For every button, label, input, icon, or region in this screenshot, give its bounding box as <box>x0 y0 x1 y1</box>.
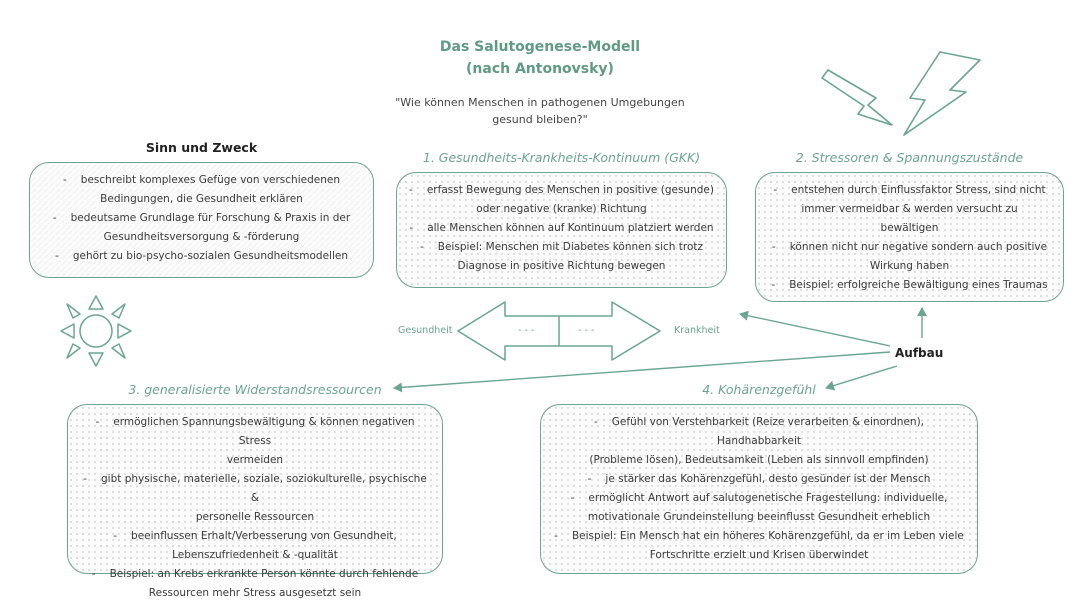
sun-icon <box>60 295 132 367</box>
aufbau-label: Aufbau <box>895 346 944 360</box>
widerstand-box: -ermöglichen Spannungsbewältigung & könn… <box>67 404 443 599</box>
koharenz-item-cont: (Probleme lösen), Bedeutsamkeit (Leben a… <box>589 454 929 466</box>
widerstand-item-cont: personelle Ressourcen <box>195 511 315 523</box>
stress-heading: 2. Stressoren & Spannungszustände <box>795 150 1024 165</box>
continuum-left-label: Gesundheit <box>398 325 453 336</box>
continuum-left-dashes: - - - <box>518 325 535 336</box>
gkk-item-cont: Diagnose in positive Richtung bewegen <box>457 260 666 272</box>
lightning-icon <box>821 51 981 136</box>
continuum-double-arrow <box>457 301 661 361</box>
continuum-right-label: Krankheit <box>674 325 720 336</box>
question-line-2: gesund bleiben?" <box>492 113 588 126</box>
stress-item-cont: bewältigen <box>880 222 939 234</box>
gkk-item: -alle Menschen können auf Kontinuum plat… <box>409 222 714 234</box>
widerstand-item: -gibt physische, materielle, soziale, so… <box>83 473 427 504</box>
page-title: Das Salutogenese-Modell (nach Antonovsky… <box>380 36 700 80</box>
stress-box: -entstehen durch Einflussfaktor Stress, … <box>755 172 1064 302</box>
gkk-item-cont: oder negative (kranke) Richtung <box>476 203 647 215</box>
continuum-right-dashes: - - - <box>578 325 595 336</box>
title-line-1: Das Salutogenese-Modell <box>439 39 641 55</box>
koharenz-item-cont: motivationale Grundeinstellung beeinflus… <box>587 511 931 523</box>
stress-item: -Beispiel: erfolgreiche Bewältigung eine… <box>771 279 1048 291</box>
sinn-item: -bedeutsame Grundlage für Forschung & Pr… <box>52 212 351 224</box>
stress-item: -entstehen durch Einflussfaktor Stress, … <box>773 184 1046 196</box>
widerstand-item: -ermöglichen Spannungsbewältigung & könn… <box>95 416 415 447</box>
koharenz-item-cont: Fortschritte erzielt und Krisen überwind… <box>649 549 869 561</box>
stress-item-cont: Wirkung haben <box>869 260 950 272</box>
sinn-item-cont: Gesundheitsversorgung & -förderung <box>103 231 300 243</box>
widerstand-item: -Beispiel: an Krebs erkrankte Person kön… <box>91 568 419 580</box>
stress-item-cont: immer vermeidbar & werden versucht zu <box>801 203 1018 215</box>
stress-item: -können nicht nur negative sondern auch … <box>771 241 1048 253</box>
widerstand-item-cont: Ressourcen mehr Stress ausgesetzt sein <box>148 587 362 599</box>
koharenz-heading: 4. Kohärenzgefühl <box>702 382 816 397</box>
koharenz-item: -Gefühl von Verstehbarkeit (Reize verarb… <box>593 416 925 447</box>
widerstand-item-cont: Lebenszufriedenheit & -qualität <box>172 549 338 561</box>
gkk-item: -Beispiel: Menschen mit Diabetes können … <box>419 241 704 253</box>
title-line-2: (nach Antonovsky) <box>466 61 614 77</box>
question-line-1: "Wie können Menschen in pathogenen Umgeb… <box>395 96 685 109</box>
sinn-item: -beschreibt komplexes Gefüge von verschi… <box>63 174 340 186</box>
connector-arrows <box>393 307 927 393</box>
sinn-item: -gehört zu bio-psycho-sozialen Gesundhei… <box>55 250 348 262</box>
koharenz-item: -ermöglicht Antwort auf salutogenetische… <box>570 492 948 504</box>
widerstand-heading: 3. generalisierte Widerstandsressourcen <box>128 382 382 397</box>
widerstand-item: -beeinflussen Erhalt/Verbesserung von Ge… <box>113 530 397 542</box>
koharenz-item: -je stärker das Kohärenzgefühl, desto ge… <box>587 473 931 485</box>
widerstand-item-cont: vermeiden <box>226 454 284 466</box>
gkk-box: -erfasst Bewegung des Menschen in positi… <box>396 172 727 288</box>
guiding-question: "Wie können Menschen in pathogenen Umgeb… <box>380 94 700 128</box>
sinn-box: -beschreibt komplexes Gefüge von verschi… <box>29 162 374 278</box>
sinn-item-cont: Bedingungen, die Gesundheit erklären <box>100 193 303 205</box>
koharenz-box: -Gefühl von Verstehbarkeit (Reize verarb… <box>540 404 978 574</box>
gkk-heading: 1. Gesundheits-Krankheits-Kontinuum (GKK… <box>422 150 701 165</box>
sinn-heading: Sinn und Zweck <box>145 140 258 155</box>
koharenz-item: -Beispiel: Ein Mensch hat ein höheres Ko… <box>554 530 964 542</box>
gkk-item: -erfasst Bewegung des Menschen in positi… <box>409 184 714 196</box>
